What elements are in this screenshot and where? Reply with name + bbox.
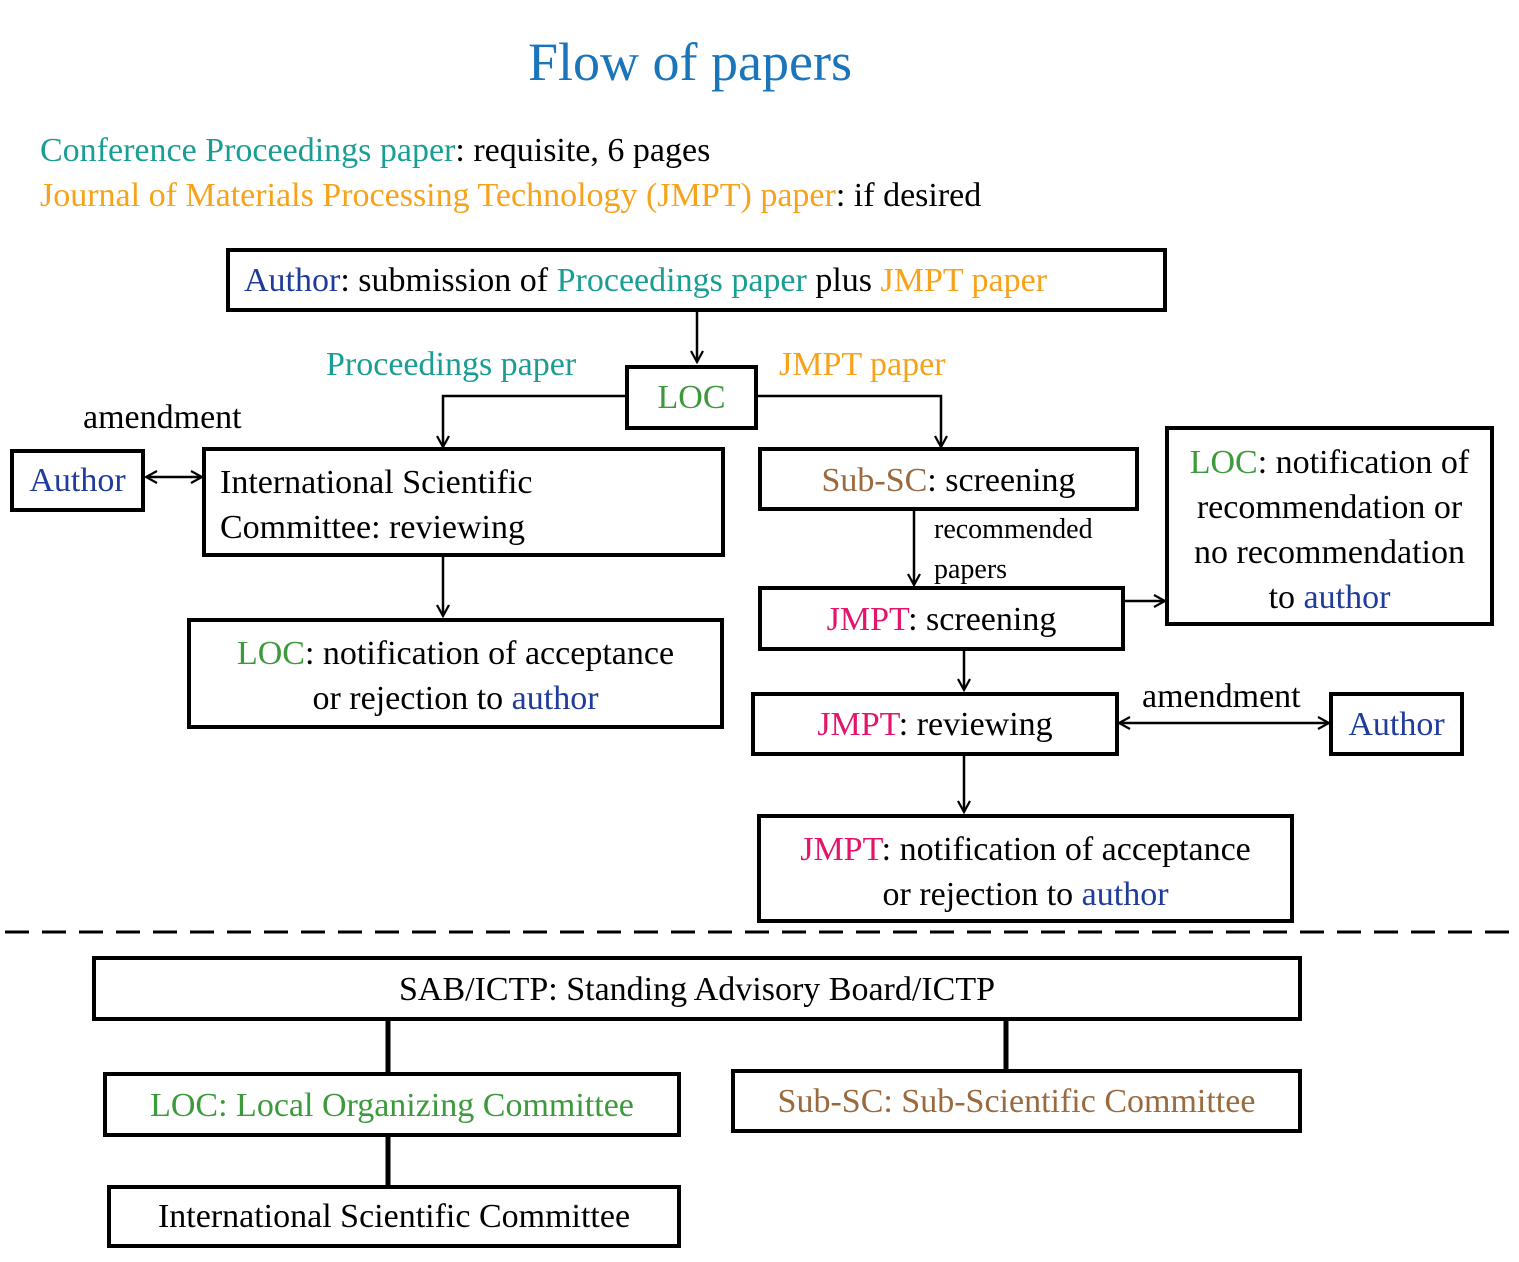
submission-part2: plus (806, 262, 881, 299)
jmpt-review-box: JMPT: reviewing (751, 692, 1119, 756)
loc-notify-left-loc: LOC (236, 635, 305, 672)
loc-notify-right-text4: to (1268, 579, 1304, 616)
org-loc-box: LOC: Local Organizing Committee (103, 1072, 681, 1137)
isc-review-box: International Scientific Committee: revi… (202, 447, 725, 557)
loc-notify-left-box: LOC: notification of acceptance or rejec… (187, 618, 724, 729)
org-loc-label: LOC: Local Organizing Committee (150, 1087, 634, 1124)
arrow-loc-to-subsc (757, 394, 941, 447)
jmpt-screen-text: JMPT: screening (762, 597, 1121, 642)
page-title: Flow of papers (528, 32, 852, 92)
loc-notify-left-text1: : notification of acceptance (304, 635, 675, 672)
submission-text: Author: submission of Proceedings paper … (244, 258, 1047, 303)
loc-notify-right-line1: LOC: notification of (1169, 440, 1490, 485)
jmpt-screen-box: JMPT: screening (758, 586, 1125, 651)
loc-notify-right-box: LOC: notification of recommendation or n… (1165, 426, 1494, 626)
submission-box: Author: submission of Proceedings paper … (226, 248, 1167, 312)
recommended-line1: recommended (934, 514, 1093, 545)
jmpt-screen-rest: : screening (908, 601, 1057, 638)
loc-notify-left-line2: or rejection to author (191, 676, 720, 721)
jmpt-review-name: JMPT (817, 706, 899, 743)
jmpt-notify-text2: or rejection to (882, 876, 1082, 913)
org-sab-box: SAB/ICTP: Standing Advisory Board/ICTP (92, 956, 1302, 1021)
legend-proceedings: Conference Proceedings paper: requisite,… (40, 128, 710, 173)
legend-journal-sep: : (835, 177, 854, 214)
amendment-left-label: amendment (83, 399, 242, 436)
arrow-loc-to-isc (443, 394, 626, 447)
recommended-line2: papers (934, 554, 1008, 585)
isc-review-line2: Committee: reviewing (220, 509, 525, 546)
legend-journal-name: Journal of Materials Processing Technolo… (40, 177, 836, 214)
loc-notify-right-author: author (1303, 579, 1391, 616)
subsc-screen-text: Sub-SC: screening (762, 458, 1135, 503)
branch-label-proceedings: Proceedings paper (326, 346, 577, 383)
org-isc-box: International Scientific Committee (107, 1185, 681, 1248)
loc-notify-left-author: author (511, 680, 599, 717)
legend-journal: Journal of Materials Processing Technolo… (40, 173, 981, 218)
author-right-box: Author (1329, 692, 1464, 756)
loc-notify-right-line2: recommendation or (1196, 489, 1463, 526)
branch-label-jmpt: JMPT paper (779, 346, 946, 383)
legend-proceedings-name: Conference Proceedings paper (40, 132, 456, 169)
submission-part1: : submission of (340, 262, 557, 299)
org-subsc-box: Sub-SC: Sub-Scientific Committee (731, 1069, 1302, 1133)
org-sab-label: SAB/ICTP: Standing Advisory Board/ICTP (399, 971, 995, 1008)
submission-author: Author (244, 262, 341, 299)
subsc-screen-box: Sub-SC: screening (758, 447, 1139, 511)
author-left-box: Author (10, 449, 145, 512)
isc-review-line1: International Scientific (220, 464, 533, 501)
legend-proceedings-sep: : (455, 132, 474, 169)
jmpt-screen-name: JMPT (826, 601, 909, 638)
jmpt-notify-box: JMPT: notification of acceptance or reje… (757, 814, 1294, 923)
loc-notify-right-line3: no recommendation (1194, 534, 1465, 571)
amendment-right-label: amendment (1142, 678, 1301, 715)
jmpt-notify-text1: : notification of acceptance (881, 831, 1251, 868)
jmpt-notify-name: JMPT (800, 831, 882, 868)
jmpt-notify-line2: or rejection to author (761, 872, 1290, 917)
author-right-label: Author (1348, 706, 1445, 743)
jmpt-notify-author: author (1081, 876, 1169, 913)
jmpt-notify-line1: JMPT: notification of acceptance (761, 827, 1290, 872)
legend-journal-desc: if desired (853, 177, 982, 214)
loc-notify-right-line4: to author (1169, 575, 1490, 620)
loc-notify-left-text2: or rejection to (312, 680, 512, 717)
subsc-screen-name: Sub-SC (821, 462, 928, 499)
loc-notify-right-loc: LOC (1189, 444, 1258, 481)
subsc-screen-rest: : screening (927, 462, 1076, 499)
loc-center-box: LOC (625, 365, 758, 430)
jmpt-review-rest: : reviewing (898, 706, 1053, 743)
loc-notify-right-text1: : notification of (1257, 444, 1470, 481)
org-isc-label: International Scientific Committee (157, 1198, 631, 1235)
loc-notify-left-line1: LOC: notification of acceptance (191, 631, 720, 676)
jmpt-review-text: JMPT: reviewing (755, 702, 1115, 747)
submission-proceedings: Proceedings paper (556, 262, 807, 299)
loc-center-label: LOC (657, 379, 726, 416)
org-subsc-label: Sub-SC: Sub-Scientific Committee (777, 1083, 1256, 1120)
author-left-label: Author (29, 462, 126, 499)
legend-proceedings-desc: requisite, 6 pages (473, 132, 711, 169)
submission-jmpt: JMPT paper (880, 262, 1048, 299)
